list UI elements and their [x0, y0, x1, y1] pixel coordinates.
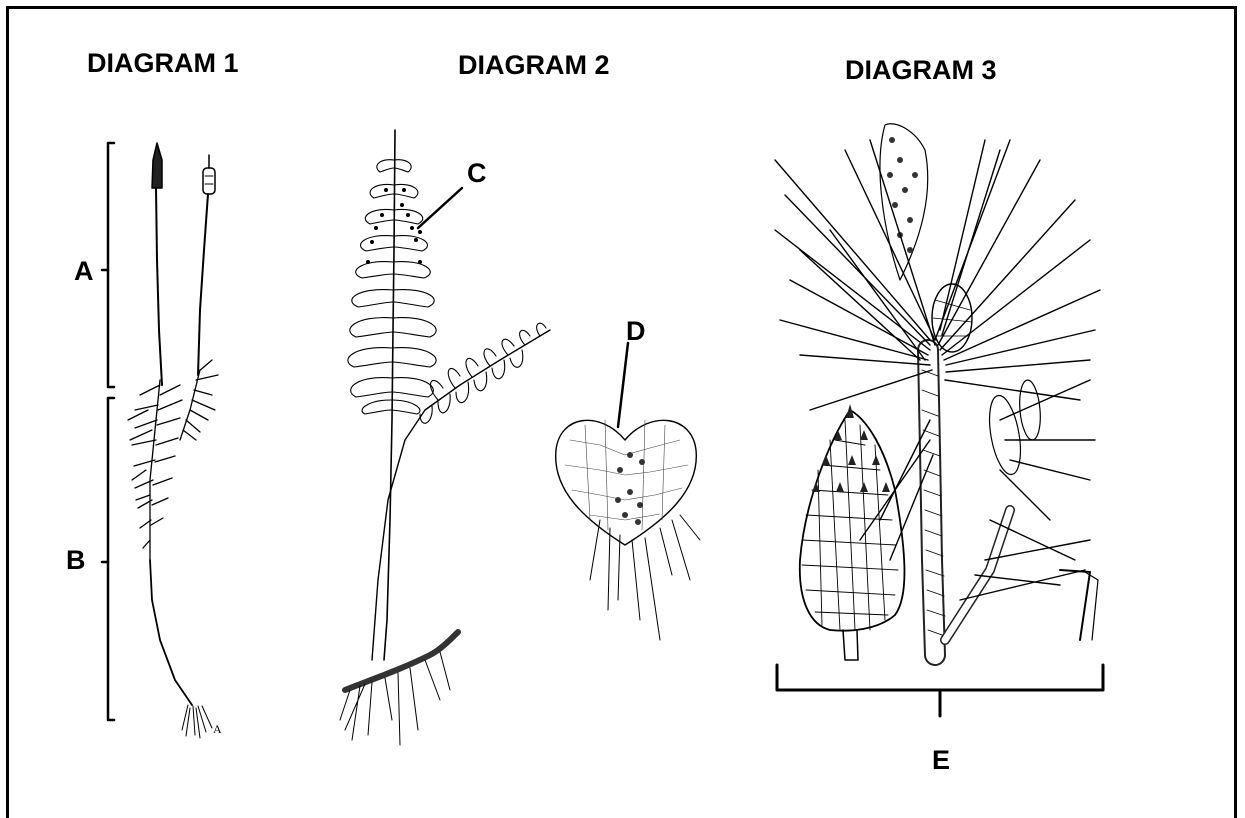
label-c: C: [467, 158, 487, 189]
label-b: B: [66, 545, 86, 576]
label-a: A: [74, 256, 94, 287]
moss-rhizoid-mark: A: [213, 722, 222, 736]
pointer-d: [618, 343, 628, 427]
label-d: D: [626, 316, 646, 347]
label-e: E: [932, 745, 950, 776]
pine-illustration: [775, 124, 1103, 716]
bracket-a: [108, 143, 114, 387]
bracket-b: [108, 398, 114, 720]
fern-illustration: [340, 130, 700, 745]
moss-illustration: A: [102, 143, 222, 738]
pointer-c: [418, 188, 462, 228]
bracket-e: [777, 665, 1103, 690]
